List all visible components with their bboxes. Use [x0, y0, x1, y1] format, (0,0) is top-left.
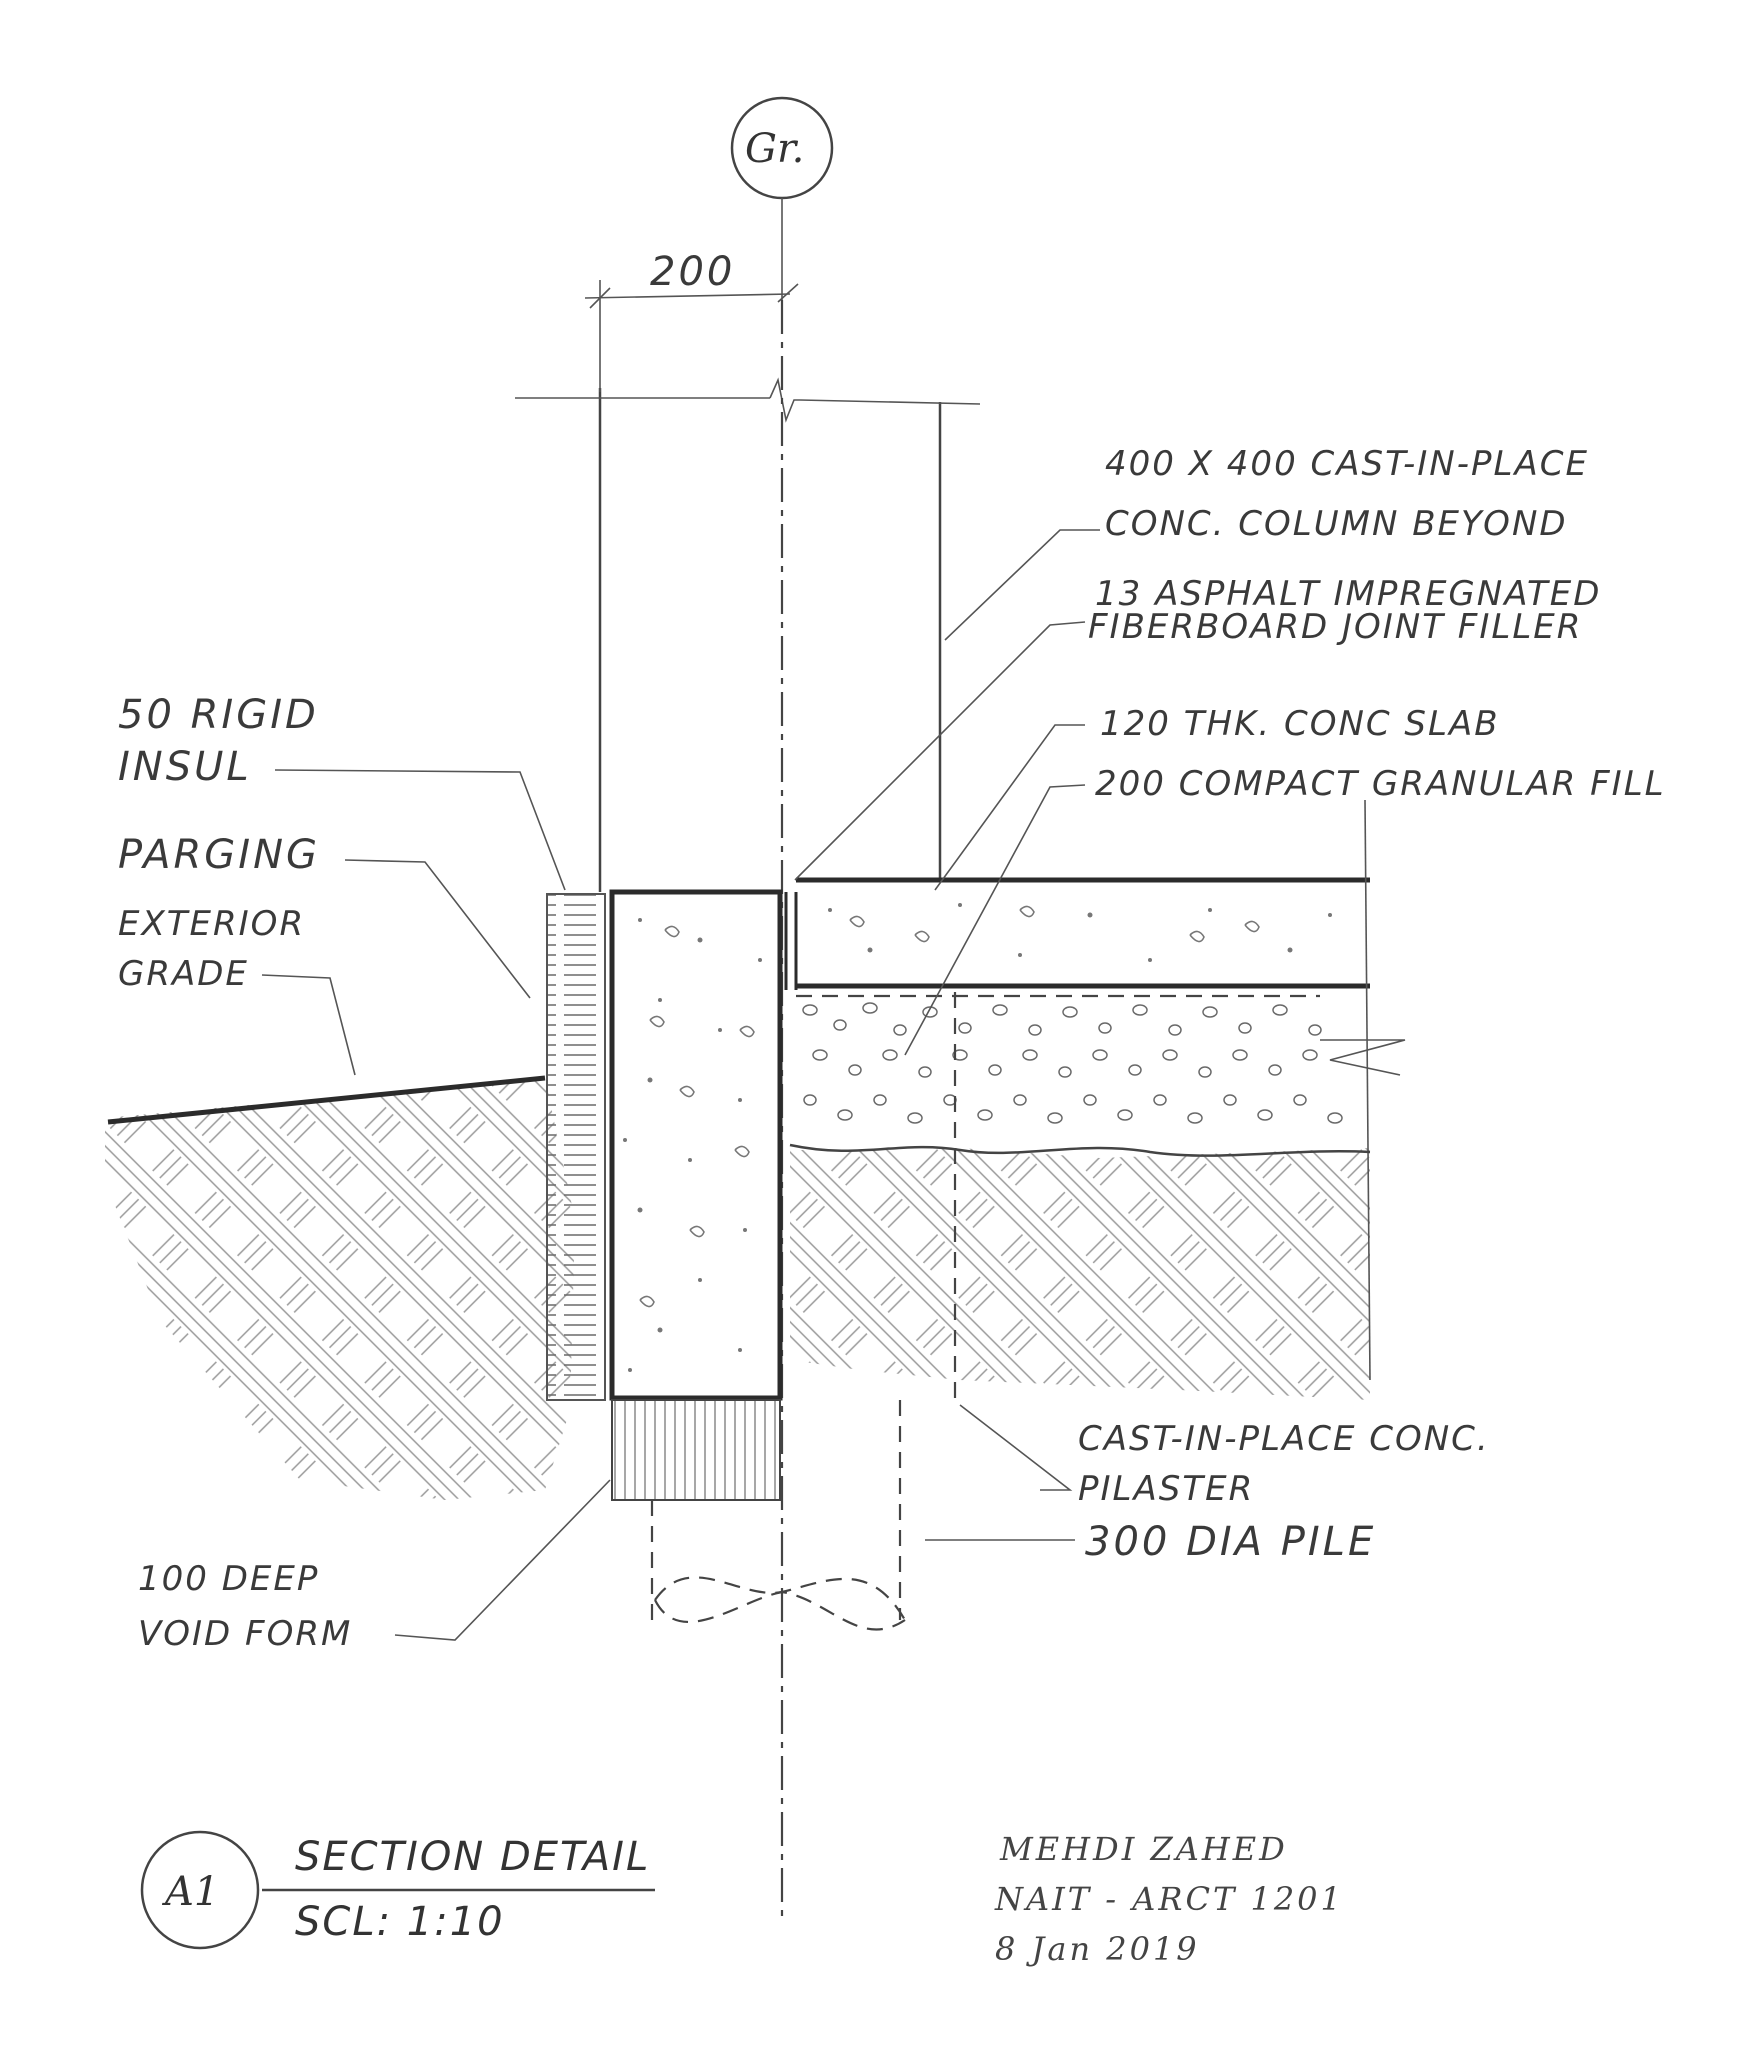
signature-block: MEHDI ZAHED NAIT - ARCT 1201 8 Jan 2019 — [994, 1830, 1344, 1968]
concrete-pilaster — [609, 889, 783, 1401]
pile-outline — [650, 992, 957, 1631]
note-exterior-grade-1: EXTERIOR — [118, 904, 305, 944]
detail-title: SECTION DETAIL — [295, 1834, 650, 1880]
note-rigid-insul-2: INSUL — [118, 744, 252, 790]
exterior-grade-line — [107, 1075, 546, 1125]
signature-course: NAIT - ARCT 1201 — [994, 1880, 1344, 1918]
note-rigid-insul-1: 50 RIGID — [118, 692, 319, 738]
note-granular-fill: 200 COMPACT GRANULAR FILL — [1095, 764, 1666, 804]
signature-name: MEHDI ZAHED — [999, 1830, 1288, 1868]
joint-filler — [784, 892, 798, 990]
note-joint-filler-1: 13 ASPHALT IMPREGNATED — [1095, 574, 1601, 614]
dimension-200: 200 — [584, 249, 799, 392]
note-slab: 120 THK. CONC SLAB — [1100, 704, 1500, 744]
note-void-form-1: 100 DEEP — [138, 1559, 319, 1599]
note-column-1: 400 X 400 CAST-IN-PLACE — [1105, 444, 1589, 484]
detail-bubble-label: A1 — [161, 1869, 219, 1915]
notes: 400 X 400 CAST-IN-PLACE CONC. COLUMN BEY… — [118, 444, 1666, 1654]
granular-fill — [789, 994, 1406, 1157]
dimension-label: 200 — [650, 249, 735, 295]
note-void-form-2: VOID FORM — [138, 1614, 352, 1654]
concrete-column — [515, 377, 981, 892]
rigid-insulation — [546, 893, 606, 1401]
concrete-slab — [796, 799, 1371, 1381]
leader-lines — [261, 529, 1100, 1641]
detail-scale: SCL: 1:10 — [295, 1899, 505, 1945]
title-block: A1 SECTION DETAIL SCL: 1:10 — [140, 1830, 655, 1950]
note-exterior-grade-2: GRADE — [118, 954, 249, 994]
note-parging: PARGING — [118, 832, 320, 878]
note-pilaster-2: PILASTER — [1078, 1469, 1254, 1509]
note-pilaster-1: CAST-IN-PLACE CONC. — [1078, 1419, 1490, 1459]
note-pile: 300 DIA PILE — [1085, 1519, 1376, 1565]
grid-bubble-label: Gr. — [745, 126, 804, 172]
void-form — [611, 1399, 781, 1501]
signature-date: 8 Jan 2019 — [995, 1930, 1200, 1968]
soil-hatch — [105, 1078, 1370, 1500]
note-joint-filler-2: FIBERBOARD JOINT FILLER — [1088, 607, 1582, 647]
note-column-2: CONC. COLUMN BEYOND — [1105, 504, 1568, 544]
